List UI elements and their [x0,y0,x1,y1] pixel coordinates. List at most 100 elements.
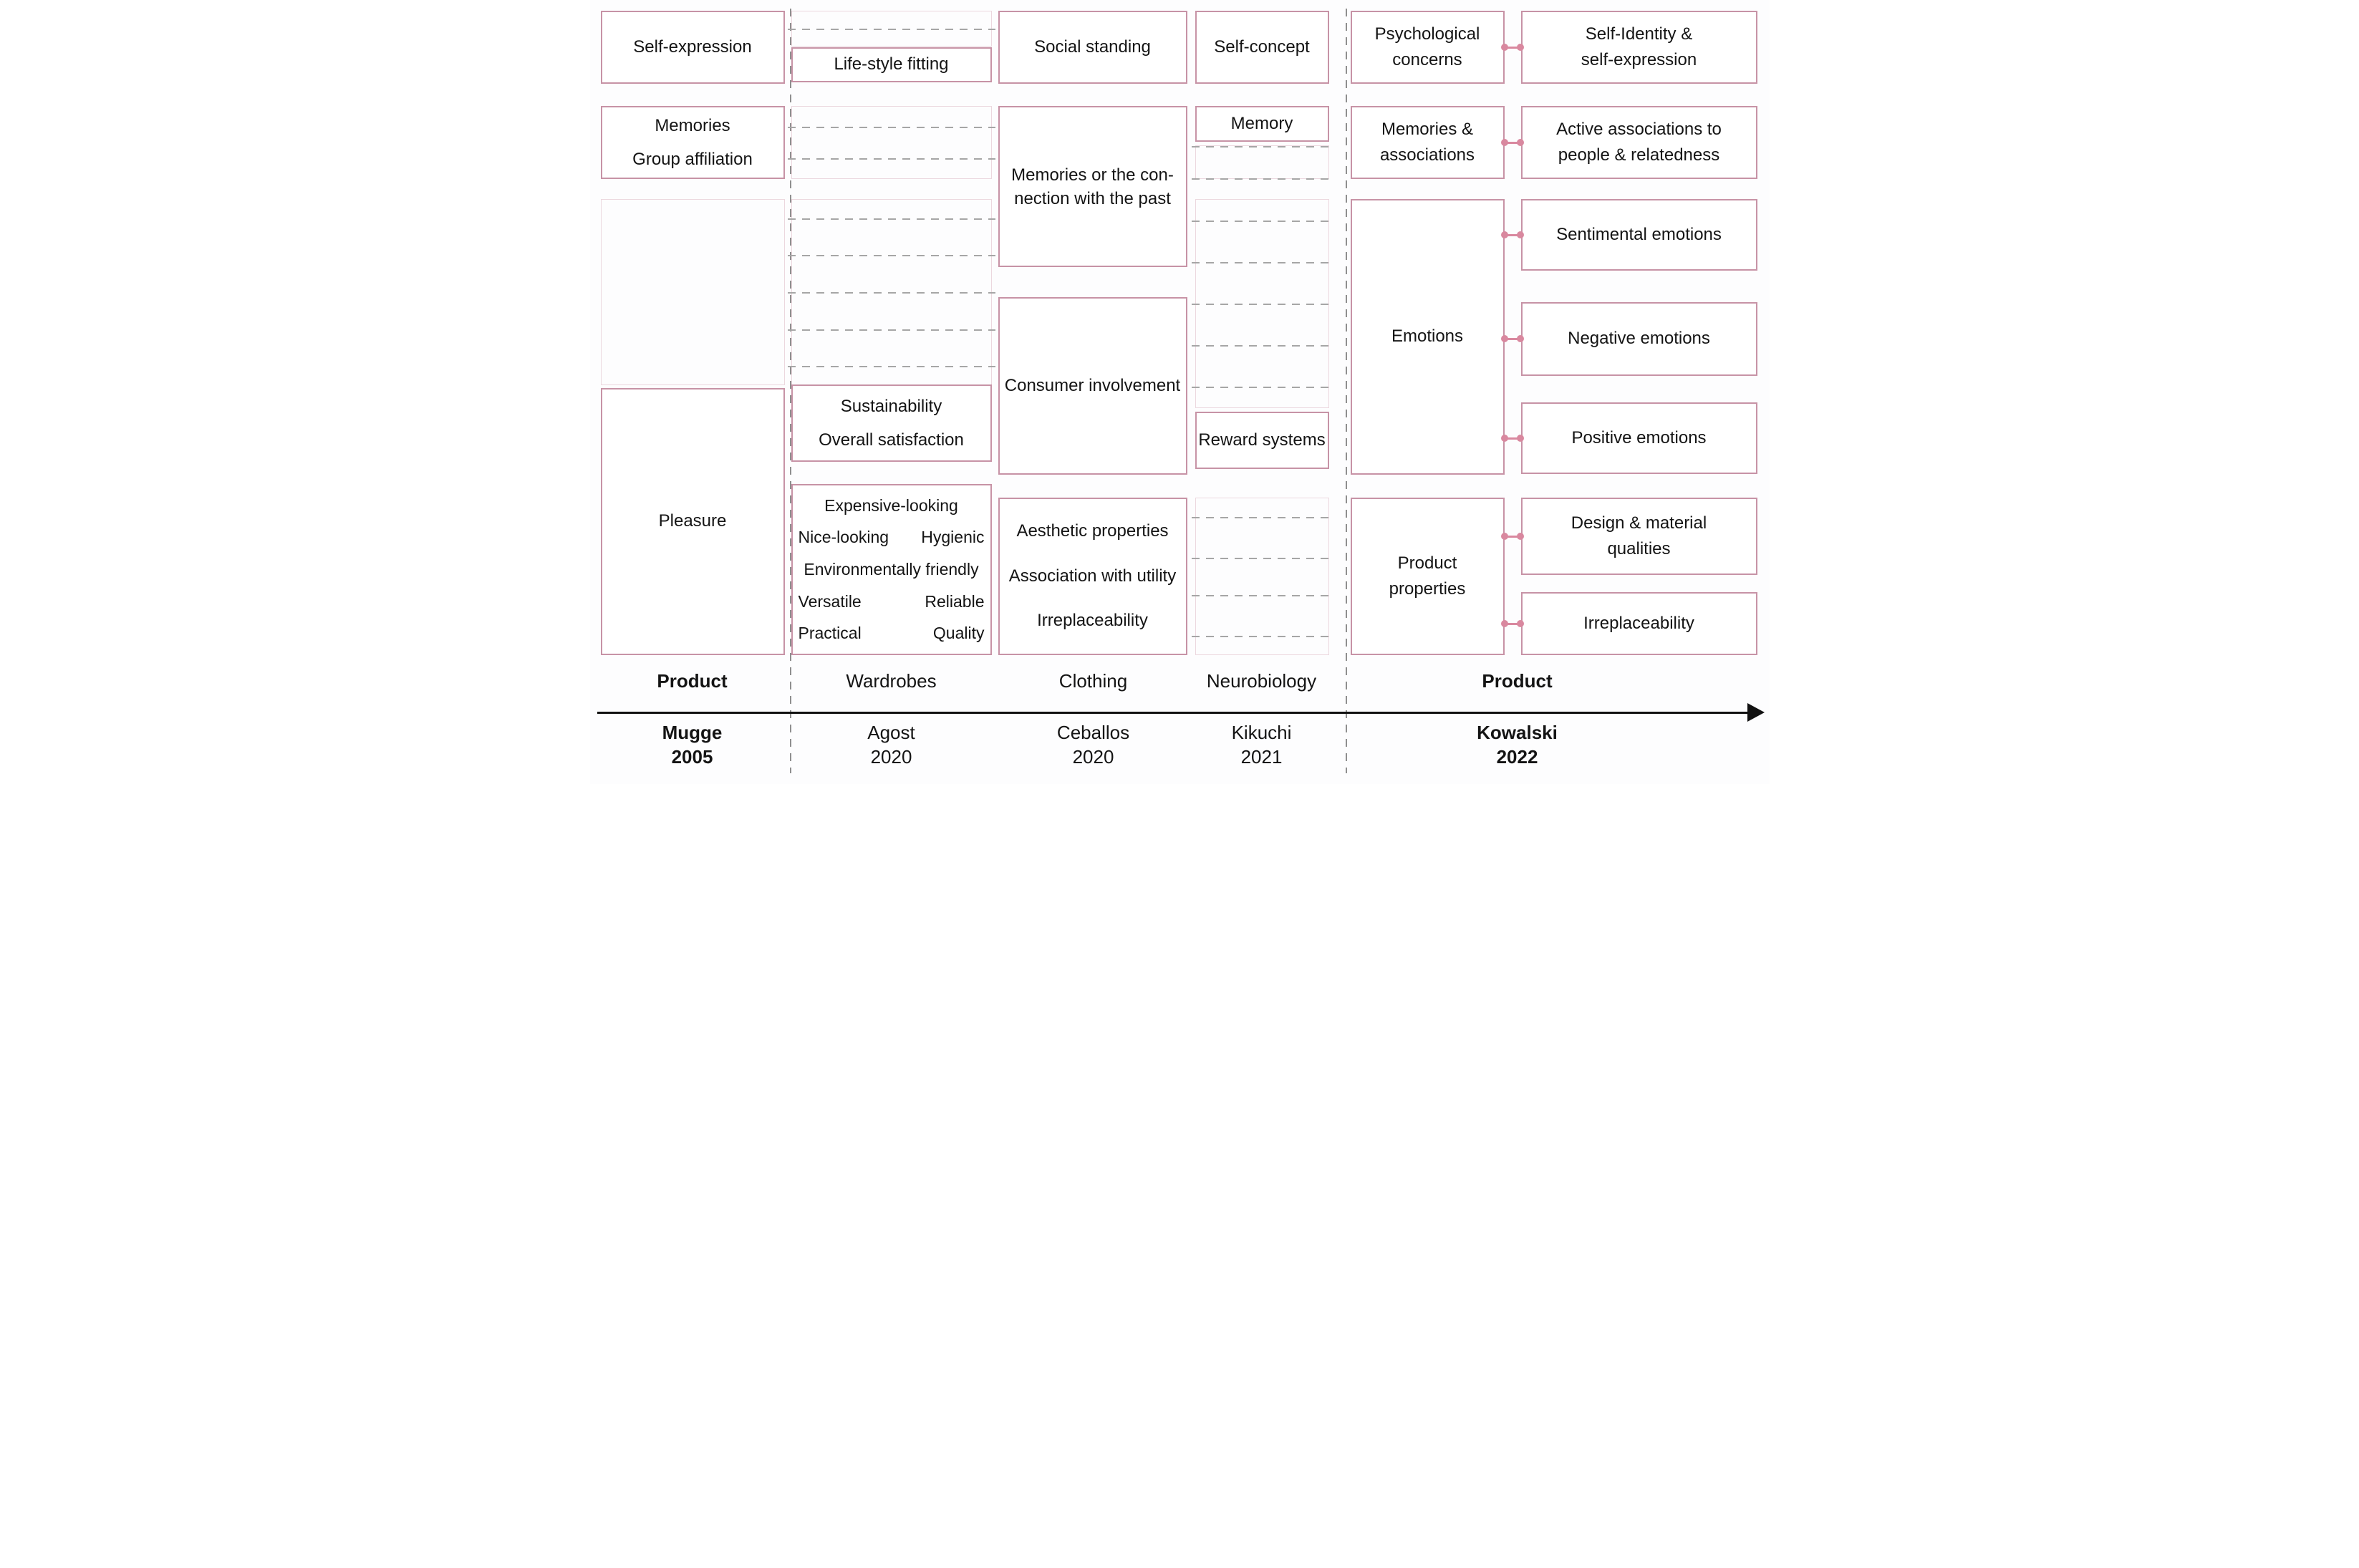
dashed-gridline [787,366,995,368]
placeholder-box [787,199,995,385]
author-year: 2022 [1496,746,1538,768]
attribute-row: Practical Quality [796,622,988,644]
box-social-standing: Social standing [998,11,1187,84]
box-label-line: concerns [1392,50,1462,69]
box-label: Negative emotions [1568,329,1710,349]
author-year: 2020 [870,746,912,768]
author-name: Kowalski [1477,722,1558,743]
box-label: Sentimental emotions [1556,224,1722,244]
connector [1500,620,1524,627]
dashed-gridline [787,329,995,331]
box-lifestyle-fitting: Life-style fitting [791,47,992,82]
attribute-label: Hygienic [921,528,985,547]
axis-author-label: Ceballos 2020 [1057,720,1129,769]
dashed-gridline [787,127,995,128]
box-label: Pleasure [658,511,727,531]
box-memory: Memory [1195,106,1329,142]
author-year: 2020 [1072,746,1114,768]
box-label-line: Memories & [1381,120,1473,139]
placeholder-box [1191,145,1333,180]
attribute-label: Reliable [925,591,985,611]
attribute-label: Environmentally friendly [804,559,979,579]
axis-author-label: Agost 2020 [867,720,915,769]
axis-author-label: Mugge 2005 [662,720,723,769]
box-reward-systems: Reward systems [1195,412,1329,469]
box-label-line: Active associations to [1556,120,1722,139]
dashed-gridline [1191,387,1333,388]
dashed-gridline [1191,557,1333,559]
box-label: Positive emotions [1571,427,1707,447]
author-name: Kikuchi [1231,722,1292,743]
box-product-properties: Product properties [1350,498,1505,655]
box-irreplaceability: Irreplaceability [1520,592,1757,655]
axis-author-label: Kikuchi 2021 [1232,720,1292,769]
box-product-attributes: Expensive-looking Nice-looking Hygienic … [791,484,992,655]
dashed-gridline [1191,595,1333,597]
box-design-material-qualities: Design & material qualities [1520,498,1757,575]
box-emotions: Emotions [1350,199,1505,475]
connector [1500,435,1524,442]
box-label-line: Irreplaceability [1037,611,1148,631]
connector [1500,139,1524,146]
attribute-label: Expensive-looking [824,495,958,515]
box-consumer-involvement: Consumer involvement [998,297,1187,475]
box-label-line: self-expression [1581,50,1697,69]
box-positive-emotions: Positive emotions [1520,402,1757,474]
box-label-line: nection with the past [1014,188,1171,208]
axis-domain-label: Product [657,670,728,692]
dashed-gridline [787,292,995,294]
box-label: Reward systems [1198,430,1326,450]
box-label-line: people & relatedness [1558,145,1720,165]
placeholder-box [600,199,785,385]
box-label-line: Sustainability [840,397,942,416]
attribute-row: Environmentally friendly [796,558,988,581]
dashed-gridline [1191,635,1333,637]
attribute-label: Quality [932,624,985,643]
box-label-line: Overall satisfaction [819,430,964,450]
box-label-line: Association with utility [1008,566,1177,586]
box-memories-and-associations: Memories & associations [1350,106,1505,179]
timeline-axis-line [597,712,1749,714]
figure-canvas: Self-expression Memories Group affiliati… [589,0,1770,784]
axis-domain-label: Product [1482,670,1553,692]
column-divider-line [789,9,791,773]
box-label-line: qualities [1607,539,1671,558]
placeholder-box [787,106,995,179]
author-year: 2005 [671,746,713,768]
dashed-gridline [1191,517,1333,519]
box-label: Irreplaceability [1583,613,1694,633]
box-label: Life-style fitting [834,54,949,74]
placeholder-box [1191,498,1333,655]
box-label-line: Self-Identity & [1585,24,1693,44]
box-label-line: Group affiliation [632,150,753,169]
dashed-gridline [1191,221,1333,222]
box-sustainability-satisfaction: Sustainability Overall satisfaction [791,384,992,462]
box-psychological-concerns: Psychological concerns [1350,11,1505,84]
attribute-label: Nice-looking [798,528,889,547]
box-self-expression: Self-expression [600,11,785,84]
author-year: 2021 [1240,746,1283,768]
box-sentimental-emotions: Sentimental emotions [1520,199,1757,271]
box-self-identity-self-expression: Self-Identity & self-expression [1520,11,1757,84]
dashed-gridline [787,158,995,160]
author-name: Mugge [662,722,723,743]
author-name: Agost [867,722,915,743]
dashed-gridline [787,255,995,257]
box-label: Memory [1230,113,1293,133]
box-label: Self-expression [633,37,752,57]
box-label: Social standing [1034,37,1151,57]
author-name: Ceballos [1056,722,1130,743]
box-active-associations: Active associations to people & relatedn… [1520,106,1757,179]
connector [1500,231,1524,238]
box-label: Consumer involvement [1004,375,1181,395]
box-label-line: Psychological [1374,24,1480,44]
box-label-line: Product [1397,553,1457,573]
box-memories-group-affiliation: Memories Group affiliation [600,106,785,179]
timeline-arrowhead-icon [1747,703,1765,722]
dashed-gridline [1191,345,1333,347]
dashed-gridline [787,218,995,220]
box-label-line: properties [1389,579,1466,599]
box-memories-connection-past: Memories or the con- nection with the pa… [998,106,1187,267]
box-label: Self-concept [1214,37,1310,57]
dashed-gridline [1191,262,1333,263]
